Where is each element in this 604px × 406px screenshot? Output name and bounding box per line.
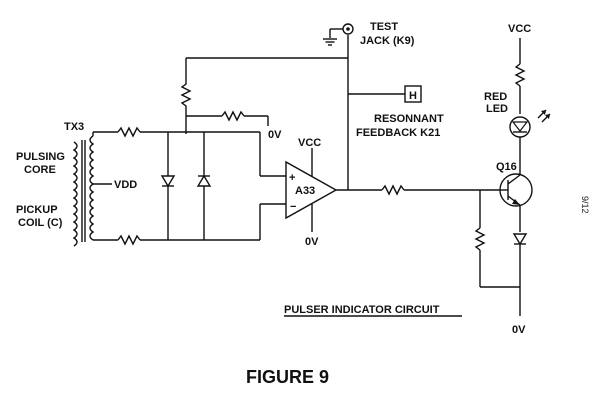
red-led-label-2: LED [486, 103, 508, 115]
opamp-0v-label: 0V [305, 236, 319, 248]
tx3-label: TX3 [64, 121, 84, 133]
input-resistors [93, 126, 260, 246]
opamp-plus-sign: + [289, 172, 295, 184]
resistor-top-vertical [180, 80, 269, 134]
figure-title: FIGURE 9 [246, 367, 329, 387]
test-jack [323, 23, 354, 46]
opamp-vcc-label: VCC [298, 137, 321, 149]
resonant-label-2: FEEDBACK K21 [356, 127, 440, 139]
opamp-minus-sign: − [290, 201, 296, 213]
opamp-a33 [259, 132, 382, 240]
zero-volt-top-label: 0V [268, 129, 282, 141]
transformer-tx3 [72, 132, 112, 247]
circuit-title: PULSER INDICATOR CIRCUIT [284, 304, 440, 316]
test-jack-label-2: JACK (K9) [360, 35, 415, 47]
opamp-name: A33 [295, 185, 315, 197]
h-box-label: H [409, 90, 417, 102]
resonant-label-1: RESONNANT [374, 113, 444, 125]
top-rail [185, 35, 349, 190]
test-jack-label-1: TEST [370, 21, 398, 33]
pickup-coil-label-2: COIL (C) [18, 217, 63, 229]
pulsing-core-label-1: PULSING [16, 151, 65, 163]
q16-label: Q16 [496, 161, 517, 173]
pulsing-core-label-2: CORE [24, 164, 56, 176]
clamp-diode-up [196, 132, 212, 240]
page-number: 9/12 [580, 196, 590, 214]
pickup-coil-label-1: PICKUP [16, 204, 58, 216]
vdd-label: VDD [114, 179, 137, 191]
resonant-feedback-tap [348, 85, 422, 103]
transistor-q16 [499, 173, 533, 232]
red-led-label-1: RED [484, 91, 507, 103]
base-resistor [381, 184, 520, 288]
vcc-right-label: VCC [508, 23, 531, 35]
clamp-diode-down [160, 132, 176, 240]
emitter-diode [512, 233, 528, 316]
zero-volt-bottom-label: 0V [512, 324, 526, 336]
led-branch [509, 38, 551, 175]
